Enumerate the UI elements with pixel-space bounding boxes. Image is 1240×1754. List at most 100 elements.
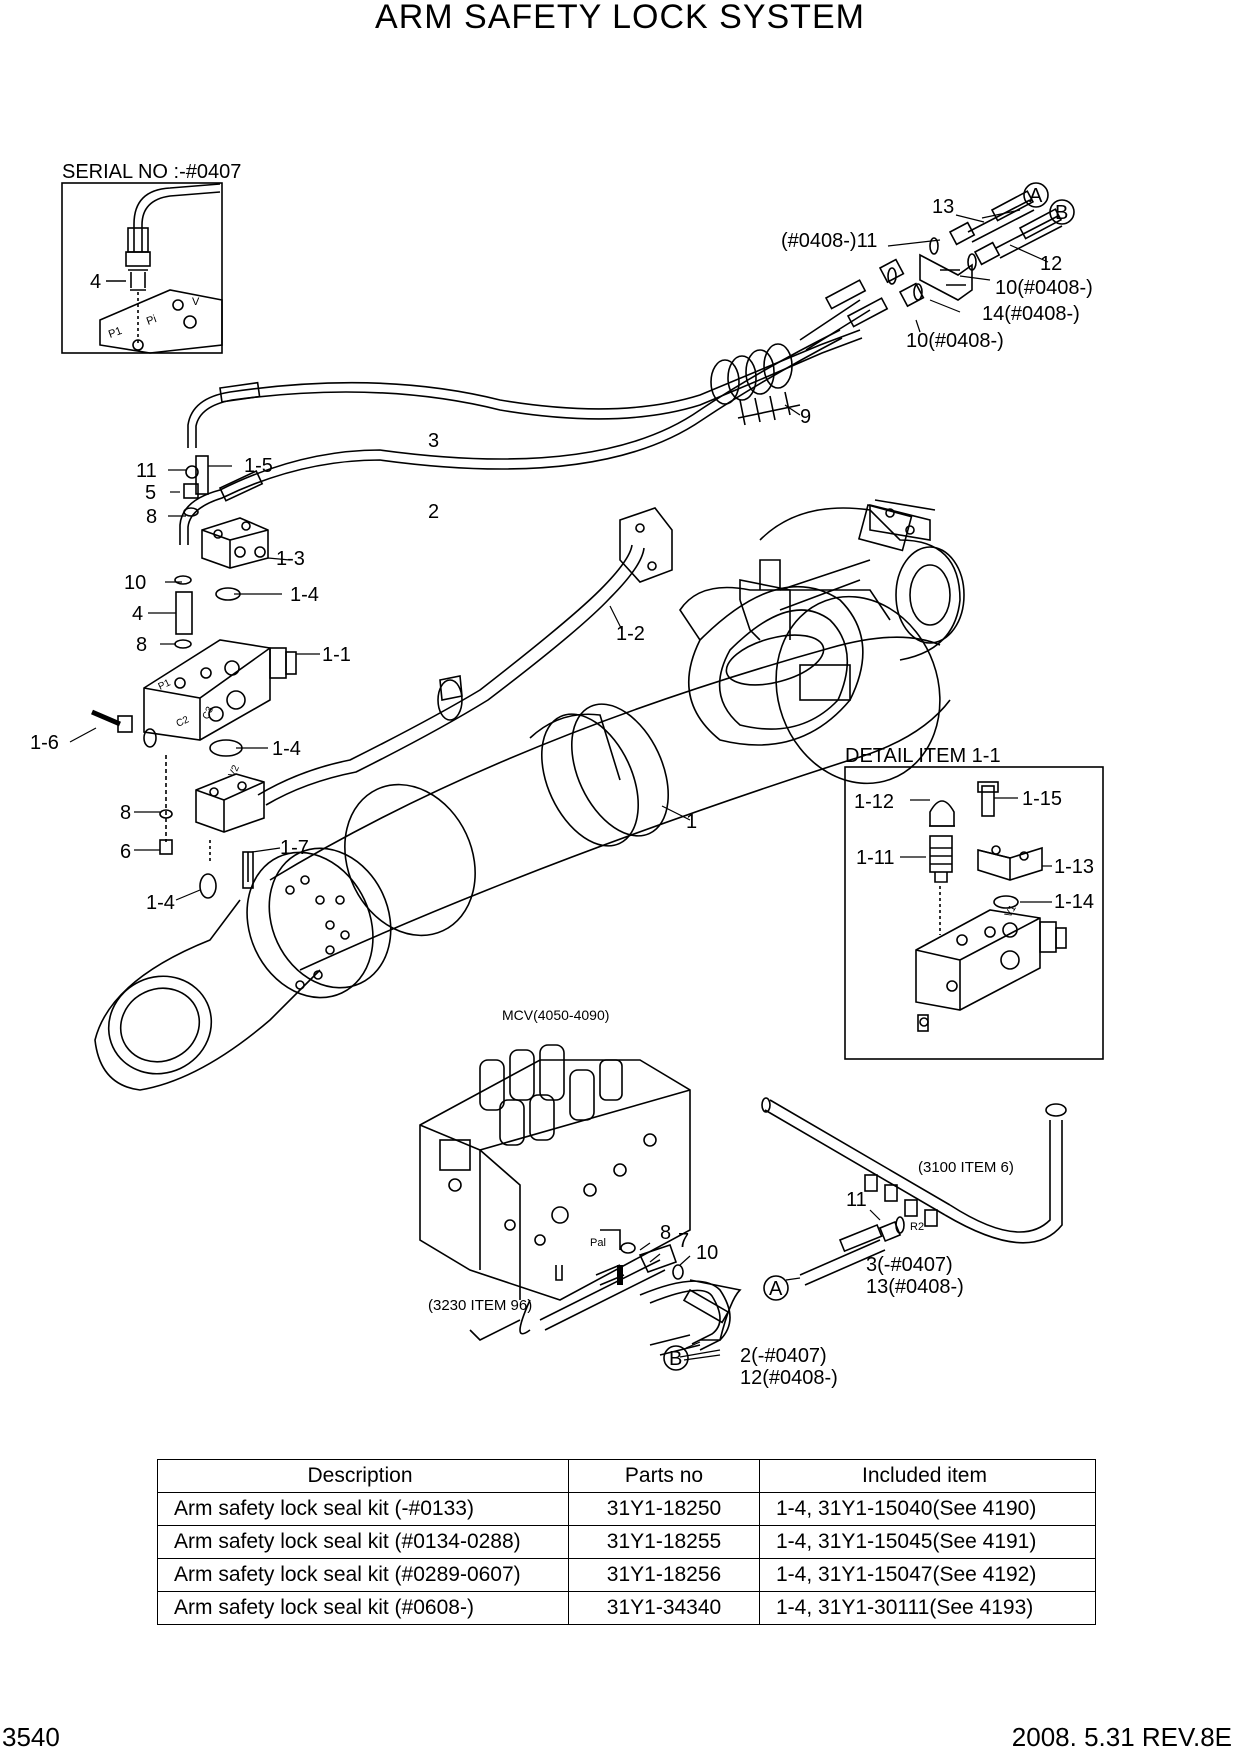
callout-8-b: 8	[136, 634, 147, 656]
page-number: 3540	[2, 1722, 60, 1752]
callout-B-bottom: B	[669, 1348, 682, 1370]
detail-callout-1-13: 1-13	[1054, 856, 1094, 878]
table-row: Arm safety lock seal kit (-#0133) 31Y1-1…	[157, 1492, 1096, 1526]
cell-description: Arm safety lock seal kit (#0289-0607)	[157, 1558, 569, 1592]
port-v-label: V	[192, 296, 200, 308]
detail-label: DETAIL ITEM 1-1	[845, 745, 1001, 767]
cell-description: Arm safety lock seal kit (-#0133)	[157, 1492, 569, 1526]
port-v2-label: V2	[227, 763, 242, 779]
callout-6: 6	[120, 841, 131, 863]
ref-3230-label: (3230 ITEM 96)	[428, 1297, 532, 1314]
cell-description: Arm safety lock seal kit (#0608-)	[157, 1591, 569, 1625]
port-r2-label: R2	[910, 1221, 924, 1233]
callout-13-b: 13(#0408-)	[866, 1276, 964, 1298]
arm-cylinder	[94, 499, 965, 1091]
callout-circle-B-top	[1049, 199, 1075, 225]
cell-parts-no: 31Y1-18256	[568, 1558, 760, 1592]
serial-inset: SERIAL NO :-#0407 P1 Pi V 4	[61, 161, 241, 354]
cell-description: Arm safety lock seal kit (#0134-0288)	[157, 1525, 569, 1559]
callout-1-4-a: 1-4	[290, 584, 319, 606]
callout-1-4-b: 1-4	[272, 738, 301, 760]
detail-1-1: DETAIL ITEM 1-1 V1	[844, 745, 1104, 1060]
port-pi-label: Pi	[145, 313, 158, 328]
callout-10-d: 10	[696, 1242, 718, 1264]
ref-3100-label: (3100 ITEM 6)	[918, 1159, 1014, 1176]
table-row: Arm safety lock seal kit (#0608-) 31Y1-3…	[157, 1591, 1096, 1625]
revision-label: 2008. 5.31 REV.8E	[1011, 1722, 1232, 1752]
callout-1-1: 1-1	[322, 644, 351, 666]
callout-1-2: 1-2	[616, 623, 645, 645]
cell-included: 1-4, 31Y1-15045(See 4191)	[759, 1525, 1096, 1559]
callout-1-4-c: 1-4	[146, 892, 175, 914]
callout-8-d: 8	[660, 1222, 671, 1244]
cell-included: 1-4, 31Y1-15040(See 4190)	[759, 1492, 1096, 1526]
callout-7: 7	[678, 1230, 689, 1252]
seal-kit-table: Description Parts no Included item Arm s…	[157, 1459, 1096, 1625]
hose-3	[187, 329, 863, 448]
hose-2	[179, 329, 843, 545]
callout-11-b: 11	[846, 1189, 867, 1211]
hose-clamp-9	[710, 343, 801, 426]
callout-14: 14(#0408-)	[982, 303, 1080, 325]
port-c3-label: C3	[201, 705, 217, 722]
cell-parts-no: 31Y1-34340	[568, 1591, 760, 1625]
table-header-row: Description Parts no Included item	[157, 1459, 1096, 1493]
port-p1-label: P1	[107, 325, 124, 341]
callout-5: 5	[145, 482, 156, 504]
callout-9: 9	[800, 406, 811, 428]
port-c2-label: C2	[175, 714, 192, 730]
pipe-1-2	[257, 507, 673, 806]
callout-circle-B-bottom	[663, 1345, 689, 1371]
cell-included: 1-4, 31Y1-30111(See 4193)	[759, 1591, 1096, 1625]
callout-11: 11	[136, 460, 157, 482]
detail-callout-1-12: 1-12	[854, 791, 894, 813]
callout-1: 1	[686, 811, 697, 833]
hose-fittings-upper	[799, 190, 1063, 351]
table-row: Arm safety lock seal kit (#0289-0607) 31…	[157, 1558, 1096, 1592]
cell-parts-no: 31Y1-18255	[568, 1525, 760, 1559]
cell-included: 1-4, 31Y1-15047(See 4192)	[759, 1558, 1096, 1592]
page-title: ARM SAFETY LOCK SYSTEM	[375, 0, 865, 36]
callout-8-c: 8	[120, 802, 131, 824]
callout-1-7: 1-7	[280, 837, 309, 859]
callout-circle-A-top	[1023, 182, 1049, 208]
callout-circle-A-bottom	[763, 1275, 789, 1301]
callout-12-b: 12(#0408-)	[740, 1367, 838, 1389]
callout-labels: 13 A B (#0408-)11 1 2 10(#0408-) 14(#0408…	[30, 185, 1094, 1389]
callout-10-a: 10(#0408-)	[995, 277, 1093, 299]
table-row: Arm safety lock seal kit (#0134-0288) 31…	[157, 1525, 1096, 1559]
leader-lines	[69, 209, 1052, 1361]
mcv-label: MCV(4050-4090)	[502, 1007, 609, 1023]
callout-8-a: 8	[146, 506, 157, 528]
callout-2-b: 2(-#0407)	[740, 1345, 827, 1367]
header-parts-no: Parts no	[568, 1459, 760, 1493]
detail-callout-1-11: 1-11	[856, 847, 895, 869]
callout-4-inset: 4	[90, 271, 101, 293]
callout-4: 4	[132, 603, 143, 625]
parts-diagram: SERIAL NO :-#0407 P1 Pi V 4	[30, 161, 1104, 1389]
valve-stack: P1 C2 C3 V2	[91, 455, 297, 899]
port-p1-stack: P1	[157, 677, 173, 692]
callout-3: 3	[428, 430, 439, 452]
callout-1-6: 1-6	[30, 732, 59, 754]
callout-10-b: 10(#0408-)	[906, 330, 1004, 352]
callout-2: 2	[428, 501, 439, 523]
cell-parts-no: 31Y1-18250	[568, 1492, 760, 1526]
port-v1-label: V1	[1003, 903, 1019, 919]
callout-10: 10	[124, 572, 146, 594]
header-included-item: Included item	[759, 1459, 1096, 1493]
callout-1-5: 1-5	[244, 455, 273, 477]
detail-callout-1-14: 1-14	[1054, 891, 1094, 913]
callout-B-top: B	[1055, 202, 1068, 224]
callout-3-b: 3(-#0407)	[866, 1254, 953, 1276]
lower-hoses: R2	[639, 1097, 1067, 1356]
inset-label: SERIAL NO :-#0407	[62, 161, 241, 183]
callout-circles	[663, 182, 1075, 1371]
callout-13: 13	[932, 196, 954, 218]
detail-callout-1-15: 1-15	[1022, 788, 1062, 810]
callout-0408-11: (#0408-)11	[781, 230, 877, 252]
port-pal-label: Pal	[590, 1237, 606, 1249]
mcv-block: Pal	[419, 1044, 742, 1341]
callout-A-bottom: A	[769, 1278, 783, 1300]
callout-A-top: A	[1029, 185, 1043, 207]
